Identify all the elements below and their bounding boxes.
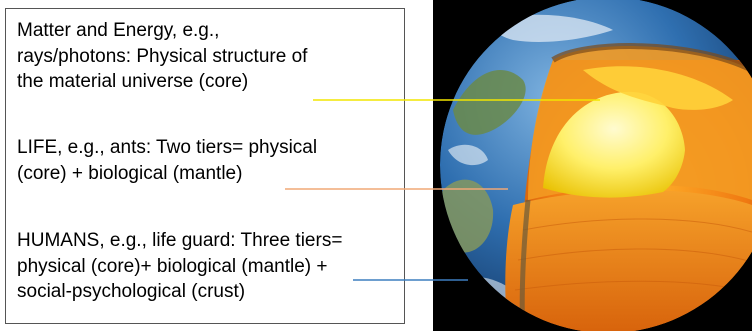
diagram: Matter and Energy, e.g., rays/photons: P… (0, 0, 752, 331)
leader-lines (0, 0, 752, 331)
